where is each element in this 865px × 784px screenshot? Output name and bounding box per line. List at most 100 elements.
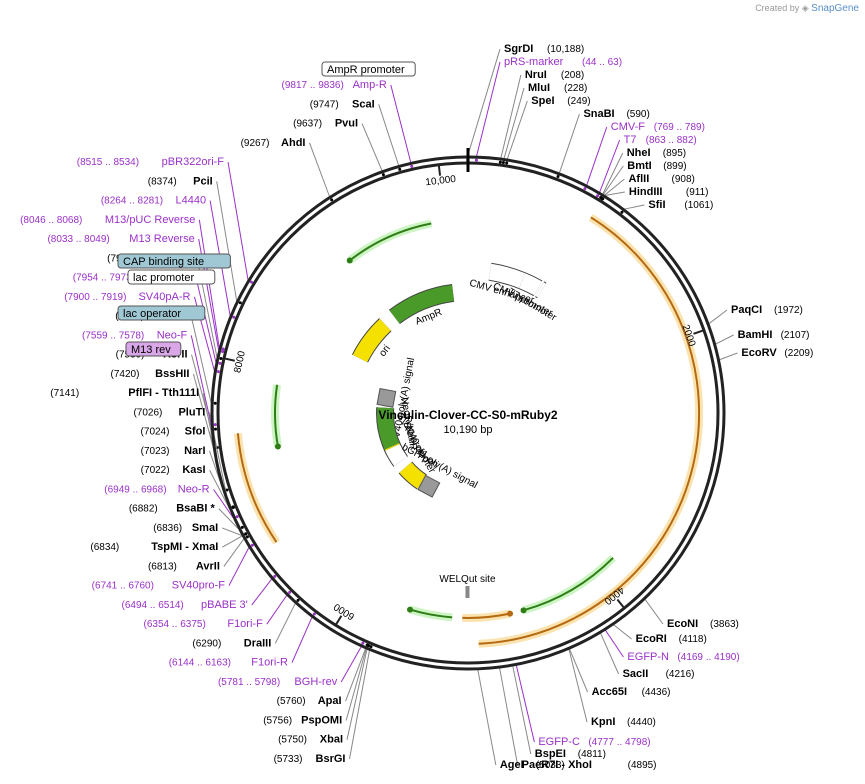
site-dot xyxy=(398,167,402,171)
site-name: AhdI xyxy=(281,137,305,149)
site-name: EcoRV xyxy=(741,347,777,359)
tick-label: 8000 xyxy=(232,349,248,374)
leader-line xyxy=(190,315,212,404)
feature-label: WELQut site xyxy=(439,574,496,585)
site-dot xyxy=(232,315,236,319)
site-name: BGH-rev xyxy=(294,676,337,688)
site-name: DraIII xyxy=(244,637,272,649)
leader-line xyxy=(624,204,645,210)
feature-body xyxy=(377,407,400,451)
site-name: Neo-F xyxy=(157,329,188,341)
site-position: (4169 .. 4190) xyxy=(677,652,739,663)
site-position: (895) xyxy=(663,148,686,159)
site-name: HindIII xyxy=(629,186,663,198)
site-name: T7 xyxy=(624,134,637,146)
welqut-site-marker xyxy=(465,585,470,598)
site-dot xyxy=(369,645,373,649)
site-dot xyxy=(381,173,385,177)
site-position: (4216) xyxy=(666,669,695,680)
site-name: NarI xyxy=(184,445,205,457)
site-dot xyxy=(596,194,600,198)
inner-feature-arc xyxy=(349,222,432,262)
site-position: (5781 .. 5798) xyxy=(218,677,280,688)
site-position: (7954 .. 7973) xyxy=(73,273,135,284)
site-position: (5756) xyxy=(263,715,292,726)
site-position: (5760) xyxy=(277,696,306,707)
leader-line xyxy=(644,599,664,625)
site-position: (228) xyxy=(564,83,587,94)
site-dot xyxy=(214,427,218,431)
site-name: SfoI xyxy=(185,426,206,438)
site-position: (6949 .. 6968) xyxy=(104,484,166,495)
leader-line xyxy=(602,165,624,195)
feature-body xyxy=(352,318,391,363)
site-position: (908) xyxy=(671,174,694,185)
boxed-label-text: lac operator xyxy=(123,308,181,320)
site-name: pBR322ori-F xyxy=(162,156,225,168)
feature-arcs xyxy=(233,214,704,648)
site-position: (7900 .. 7919) xyxy=(64,292,126,303)
arc-arrowhead xyxy=(407,606,414,613)
site-position: (6144 .. 6163) xyxy=(169,658,231,669)
leader-line xyxy=(227,161,249,281)
site-position: (6813) xyxy=(148,561,177,572)
site-dot xyxy=(250,543,254,547)
site-name: PciI xyxy=(193,175,213,187)
site-position: (8374) xyxy=(148,176,177,187)
site-dot xyxy=(213,423,217,427)
leader-line xyxy=(221,527,243,537)
site-name: Amp-R xyxy=(353,79,387,91)
site-labels: SgrDI(10,188)pRS-marker(44 .. 63)NruI(20… xyxy=(20,43,813,771)
feature-body xyxy=(535,282,546,298)
leader-line xyxy=(605,629,624,658)
site-position: (1972) xyxy=(774,305,803,316)
site-dot xyxy=(556,175,560,179)
leader-line xyxy=(719,352,738,361)
credit-brand: SnapGene xyxy=(811,3,859,14)
site-name: EGFP-C xyxy=(538,736,580,748)
site-name: TspMI - XmaI xyxy=(151,541,218,553)
site-name: ApaI xyxy=(318,695,342,707)
boxed-label-text: CAP binding site xyxy=(123,256,204,268)
site-position: (4777 .. 4798) xyxy=(588,737,650,748)
leader-line xyxy=(477,669,497,766)
leader-line xyxy=(604,191,625,196)
site-name: F1ori-F xyxy=(227,618,263,630)
leader-line xyxy=(613,624,632,640)
site-dot xyxy=(410,164,414,168)
leader-line xyxy=(708,309,728,325)
leader-line xyxy=(569,648,589,693)
site-name: F1ori-R xyxy=(251,657,288,669)
feature-body xyxy=(488,263,526,289)
tick-mark xyxy=(616,598,625,608)
site-dot xyxy=(312,612,316,616)
site-name: Acc65I xyxy=(592,686,627,698)
orange-feature-arc xyxy=(478,216,701,645)
leader-line xyxy=(476,61,501,157)
site-position: (9267) xyxy=(241,138,270,149)
feature-body xyxy=(389,284,455,324)
site-position: (9747) xyxy=(310,99,339,110)
leader-line xyxy=(346,649,368,740)
leader-line xyxy=(602,152,624,195)
site-position: (5750) xyxy=(278,735,307,746)
site-name: AgeI xyxy=(500,759,524,771)
site-position: (208) xyxy=(561,70,584,81)
site-name: MluI xyxy=(528,82,550,94)
site-position: (249) xyxy=(567,96,590,107)
plasmid-name: Vinculin-Clover-CC-S0-mRuby2 xyxy=(378,408,557,422)
orange-feature-arc xyxy=(236,433,278,543)
tick-label: 10,000 xyxy=(425,174,457,189)
site-name: SV40pA-R xyxy=(138,291,190,303)
site-dot xyxy=(216,370,220,374)
site-position: (4118) xyxy=(679,634,707,645)
feature-box xyxy=(417,474,441,498)
tick-mark xyxy=(693,329,704,335)
site-position: (2209) xyxy=(784,348,813,359)
site-position: (9817 .. 9836) xyxy=(282,80,344,91)
leader-line xyxy=(715,334,734,345)
site-name: NheI xyxy=(627,147,651,159)
leader-line xyxy=(223,538,245,567)
site-name: BspEI xyxy=(535,748,566,760)
